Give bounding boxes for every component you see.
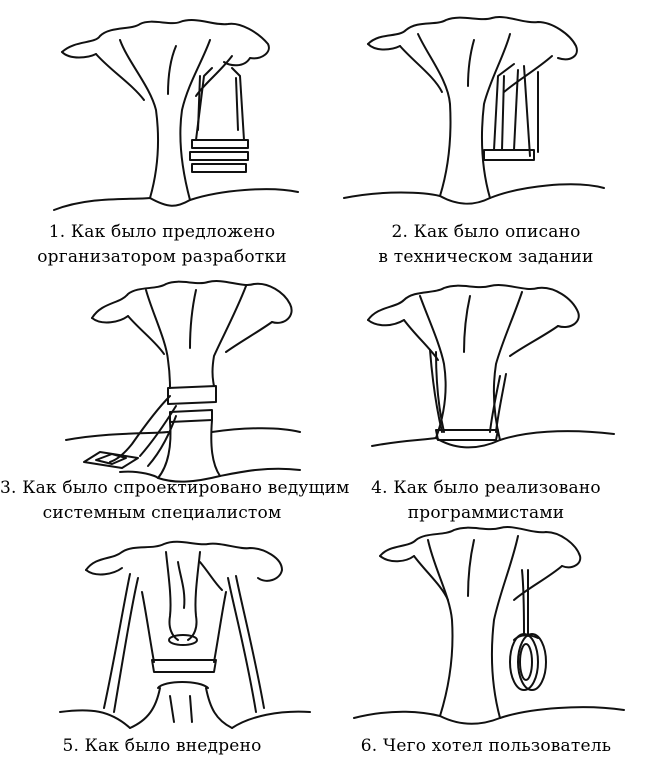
panel-6: 6. Чего хотел пользователь [324, 512, 648, 768]
caption-4-line-2: программистами [407, 503, 565, 523]
panel-2: 2. Как было описано в техническом задани… [324, 0, 648, 267]
panel-4: 4. Как было реализовано программистами [324, 256, 648, 523]
caption-4-line-1: 4. Как было реализовано [371, 478, 601, 498]
caption-2-line-2: в техническом задании [378, 247, 594, 267]
panel-3: 3. Как было спроектировано ведущим систе… [0, 256, 349, 523]
tree-swing-illustration-2 [324, 0, 648, 256]
caption-1-line-2: организатором разработки [37, 247, 287, 267]
caption-6-line-1: 6. Чего хотел пользователь [360, 736, 612, 756]
caption-6: 6. Чего хотел пользователь [324, 734, 648, 759]
tree-swing-illustration-5 [0, 512, 324, 768]
tree-swing-illustration-3 [0, 256, 324, 512]
caption-3: 3. Как было спроектировано ведущим систе… [0, 476, 350, 526]
caption-5-line-1: 5. Как было внедрено [62, 736, 262, 756]
panel-5: 5. Как было внедрено [0, 512, 324, 768]
caption-3-line-1: 3. Как было спроектировано ведущим [0, 478, 350, 498]
caption-1: 1. Как было предложено организатором раз… [0, 220, 324, 270]
tree-swing-illustration-4 [324, 256, 648, 512]
caption-2-line-1: 2. Как было описано [391, 222, 581, 242]
caption-2: 2. Как было описано в техническом задани… [324, 220, 648, 270]
caption-5: 5. Как было внедрено [0, 734, 324, 759]
panel-1: 1. Как было предложено организатором раз… [0, 0, 324, 267]
caption-4: 4. Как было реализовано программистами [324, 476, 648, 526]
caption-1-line-1: 1. Как было предложено [48, 222, 276, 242]
caption-3-line-2: системным специалистом [42, 503, 282, 523]
tree-swing-illustration-1 [0, 0, 324, 256]
tree-swing-illustration-6 [324, 512, 648, 768]
